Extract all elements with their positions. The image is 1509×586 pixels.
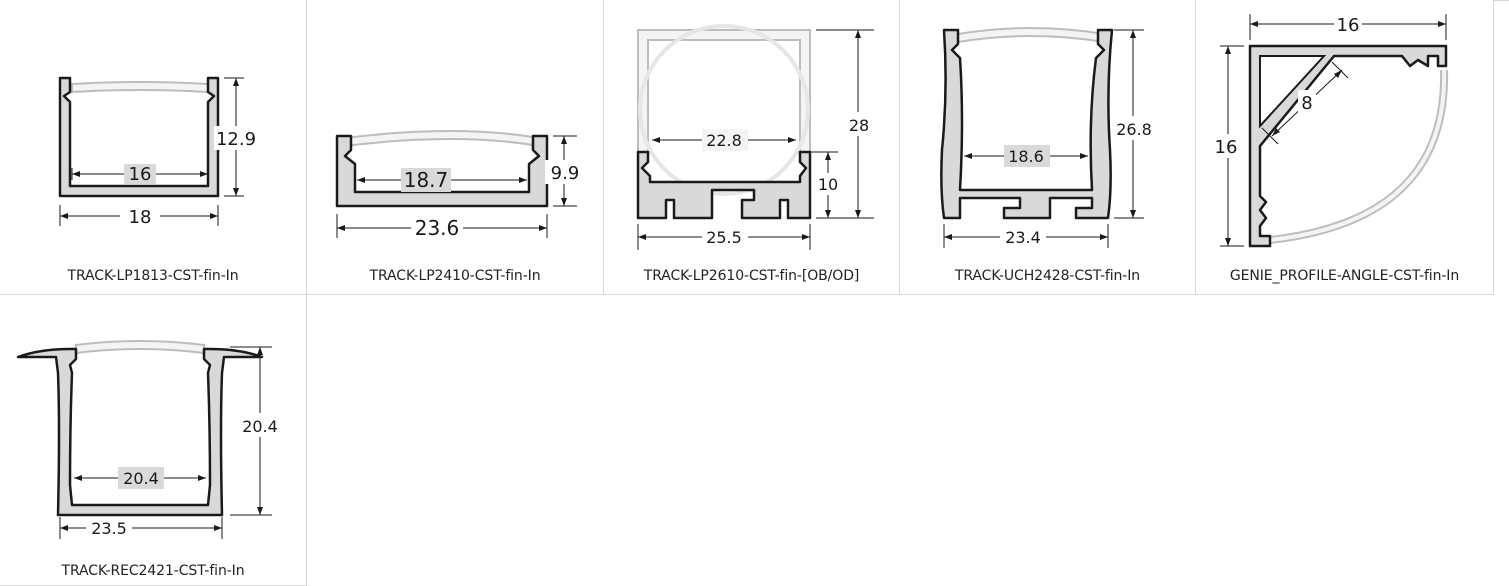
lp1813-dim-outer: 18 bbox=[129, 207, 152, 228]
lp2610-drawing: 22.8 25.5 28 10 bbox=[636, 24, 874, 250]
profile-card-lp2610[interactable]: 22.8 25.5 28 10 TRACK-LP2610-CST-fin-[OB… bbox=[604, 0, 900, 295]
rec2421-dim-height: 20.4 bbox=[242, 417, 278, 436]
lp1813-diffuser bbox=[71, 81, 209, 94]
lp2610-dim-base: 10 bbox=[818, 175, 838, 194]
genie-angle-dim-height: 16 bbox=[1215, 137, 1238, 158]
genie-angle-cavity bbox=[1259, 55, 1327, 129]
uch2428-dim-inner: 18.6 bbox=[1008, 147, 1044, 166]
lp2610-round-diffuser bbox=[638, 24, 810, 196]
profile-card-rec2421[interactable]: 20.4 23.5 20.4 TRACK-REC2421-CST-fin-In bbox=[0, 295, 307, 586]
lp2410-dim-height: 9.9 bbox=[551, 163, 580, 184]
uch2428-profile bbox=[940, 28, 1114, 220]
lp2610-dim-height: 28 bbox=[849, 116, 869, 135]
rec2421-drawing: 20.4 23.5 20.4 bbox=[16, 340, 282, 539]
uch2428-diffuser bbox=[957, 27, 1105, 44]
profile-card-lp2410[interactable]: 18.7 23.6 9.9 TRACK-LP2410-CST-fin-In bbox=[307, 0, 604, 295]
rec2421-diffuser bbox=[75, 340, 205, 355]
uch2428-drawing: 18.6 23.4 26.8 bbox=[940, 27, 1154, 248]
rec2421-profile bbox=[16, 347, 264, 517]
rec2421-caption: TRACK-REC2421-CST-fin-In bbox=[61, 563, 245, 579]
genie-angle-caption: GENIE_PROFILE-ANGLE-CST-fin-In bbox=[1229, 268, 1460, 284]
genie-angle-dim-diag: 8 bbox=[1301, 93, 1312, 114]
profile-card-genie-angle[interactable]: 16 16 8 GENIE_PROFILE-ANGLE-CST-fin-In bbox=[1196, 0, 1494, 295]
uch2428-dim-outer: 23.4 bbox=[1005, 228, 1041, 247]
lp2410-drawing: 18.7 23.6 9.9 bbox=[335, 130, 587, 240]
lp2410-dim-inner: 18.7 bbox=[404, 168, 449, 192]
lp1813-drawing: 16 18 12.9 bbox=[58, 76, 258, 228]
lp2410-diffuser bbox=[344, 130, 540, 148]
lp2610-profile bbox=[636, 150, 812, 220]
lp1813-caption: TRACK-LP1813-CST-fin-In bbox=[67, 268, 239, 284]
genie-angle-drawing: 16 16 8 bbox=[1212, 12, 1449, 248]
lp2410-caption: TRACK-LP2410-CST-fin-In bbox=[369, 268, 541, 284]
rec2421-dim-inner: 20.4 bbox=[123, 469, 159, 488]
lp1813-dim-height: 12.9 bbox=[216, 129, 256, 150]
lp2610-caption: TRACK-LP2610-CST-fin-[OB/OD] bbox=[643, 268, 860, 284]
uch2428-caption: TRACK-UCH2428-CST-fin-In bbox=[954, 268, 1141, 284]
lp2610-dim-outer: 25.5 bbox=[706, 228, 742, 247]
genie-angle-diffuser-inner bbox=[1269, 69, 1447, 242]
rec2421-dim-outer: 23.5 bbox=[91, 519, 127, 538]
uch2428-dim-height: 26.8 bbox=[1116, 120, 1152, 139]
lp2410-dim-outer: 23.6 bbox=[415, 216, 460, 240]
lp1813-dim-inner: 16 bbox=[129, 164, 152, 185]
lp2610-dim-inner: 22.8 bbox=[706, 131, 742, 150]
genie-angle-dim-width: 16 bbox=[1337, 15, 1360, 36]
profile-card-uch2428[interactable]: 18.6 23.4 26.8 TRACK-UCH2428-CST-fin-In bbox=[900, 0, 1196, 295]
profile-card-lp1813[interactable]: 16 18 12.9 TRACK-LP1813-CST-fin-In bbox=[0, 0, 307, 295]
